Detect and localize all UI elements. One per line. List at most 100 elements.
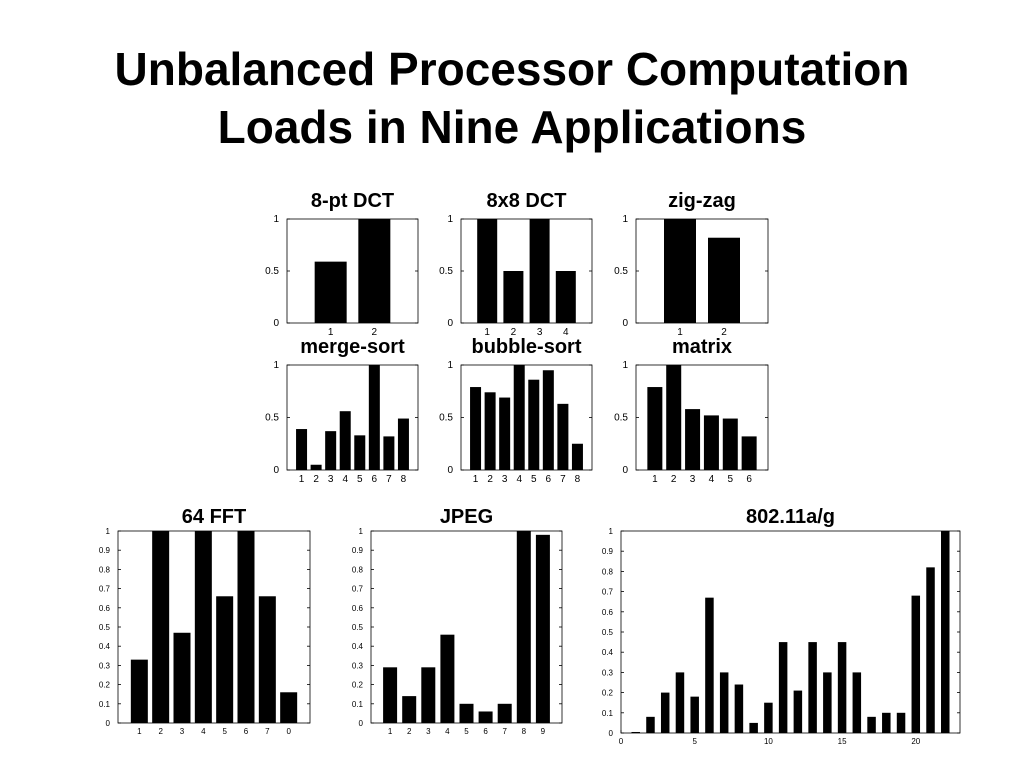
zig-zag-ytick-label: 0 — [622, 318, 628, 329]
64-fft-bar — [237, 531, 255, 723]
bubble-sort-ytick-label: 0.5 — [439, 413, 453, 424]
802-11a-g-ytick-label: 0.1 — [602, 709, 614, 718]
8x8-dct-bar — [529, 219, 550, 323]
jpeg-xtick-label: 6 — [483, 727, 488, 736]
802-11a-g-ytick-label: 0.7 — [602, 588, 614, 597]
64-fft-title: 64 FFT — [182, 506, 246, 528]
802-11a-g-plot-frame — [620, 530, 961, 734]
bubble-sort-bar — [571, 443, 583, 470]
zig-zag-bar — [664, 219, 696, 323]
802-11a-g-bar — [705, 597, 714, 733]
jpeg-ytick-label: 0.5 — [352, 623, 364, 632]
merge-sort-xtick-label: 3 — [328, 474, 334, 485]
64-fft-xtick-label: 3 — [180, 727, 185, 736]
64-fft-xtick-label: 1 — [137, 727, 142, 736]
jpeg-bar — [383, 667, 398, 723]
8-pt-dct-xtick-label: 2 — [372, 327, 378, 338]
merge-sort-xtick-label: 8 — [401, 474, 407, 485]
jpeg-bar — [497, 703, 512, 723]
8x8-dct-ytick-label: 1 — [447, 214, 453, 225]
jpeg-xtick-label: 4 — [445, 727, 450, 736]
802-11a-g-xtick-label: 15 — [838, 737, 847, 746]
802-11a-g-bar — [734, 684, 744, 733]
bubble-sort-bar — [557, 403, 569, 470]
jpeg-plot-frame — [370, 530, 563, 724]
jpeg-bar — [478, 711, 493, 723]
zig-zag-xtick-label: 1 — [677, 327, 683, 338]
jpeg-ytick-label: 0.2 — [352, 681, 364, 690]
8x8-dct-xtick-label: 3 — [537, 327, 543, 338]
zig-zag-plot-frame — [635, 218, 769, 324]
matrix-xtick-label: 1 — [652, 474, 658, 485]
jpeg-title: JPEG — [440, 506, 493, 528]
bubble-sort-xtick-label: 5 — [531, 474, 537, 485]
jpeg-bar — [459, 703, 474, 723]
jpeg-xtick-label: 7 — [502, 727, 507, 736]
merge-sort-xtick-label: 5 — [357, 474, 363, 485]
matrix-bar — [741, 436, 757, 470]
zig-zag-ytick-label: 1 — [622, 214, 628, 225]
matrix-bar — [703, 415, 719, 470]
jpeg-ytick-label: 0.8 — [352, 565, 364, 574]
8-pt-dct-xtick-label: 1 — [328, 327, 334, 338]
8-pt-dct-ytick-label: 1 — [273, 214, 279, 225]
64-fft-bar — [216, 596, 234, 723]
jpeg-bar — [421, 667, 436, 723]
802-11a-g-bar — [896, 712, 906, 733]
802-11a-g-bar — [808, 642, 817, 733]
8-pt-dct-bar — [314, 261, 347, 323]
zig-zag-ytick-label: 0.5 — [614, 266, 628, 277]
64-fft-ytick-label: 0.7 — [99, 585, 111, 594]
64-fft-bar — [280, 692, 298, 723]
64-fft-bar — [130, 659, 148, 723]
bubble-sort-bar — [528, 379, 540, 470]
802-11a-g-ytick-label: 0.9 — [602, 547, 614, 556]
merge-sort-ytick-label: 0 — [273, 465, 279, 476]
jpeg-ytick-label: 0.6 — [352, 604, 364, 613]
slide-title-line-1: Unbalanced Processor Computation — [114, 43, 910, 95]
matrix-xtick-label: 5 — [728, 474, 734, 485]
64-fft-xtick-label: 0 — [286, 727, 291, 736]
64-fft-bar — [194, 531, 212, 723]
jpeg-xtick-label: 1 — [388, 727, 393, 736]
802-11a-g-xtick-label: 20 — [911, 737, 920, 746]
802-11a-g-ytick-label: 0 — [609, 729, 614, 738]
bubble-sort-ytick-label: 1 — [447, 360, 453, 371]
merge-sort-xtick-label: 1 — [299, 474, 305, 485]
64-fft-ytick-label: 0.2 — [99, 681, 111, 690]
matrix-bar — [666, 365, 682, 470]
matrix-xtick-label: 2 — [671, 474, 677, 485]
merge-sort-xtick-label: 6 — [372, 474, 378, 485]
802-11a-g-bar — [631, 731, 640, 733]
jpeg-bar — [535, 534, 550, 723]
matrix-ytick-label: 1 — [622, 360, 628, 371]
matrix-xtick-label: 4 — [709, 474, 715, 485]
matrix-bar — [647, 387, 663, 470]
802-11a-g-bar — [926, 567, 935, 733]
64-fft-ytick-label: 0.8 — [99, 565, 111, 574]
802-11a-g-bar — [793, 690, 803, 733]
64-fft-ytick-label: 1 — [106, 527, 111, 536]
802-11a-g-title: 802.11a/g — [746, 506, 835, 528]
bubble-sort-xtick-label: 3 — [502, 474, 508, 485]
8x8-dct-ytick-label: 0.5 — [439, 266, 453, 277]
jpeg-bar — [516, 531, 531, 723]
merge-sort-bar — [325, 431, 337, 470]
802-11a-g-ytick-label: 0.6 — [602, 608, 614, 617]
64-fft-xtick-label: 2 — [158, 727, 163, 736]
bubble-sort-ytick-label: 0 — [447, 465, 453, 476]
merge-sort-bar — [383, 436, 395, 470]
jpeg-ytick-label: 0.9 — [352, 546, 364, 555]
jpeg-ytick-label: 0.7 — [352, 585, 364, 594]
802-11a-g-bar — [823, 672, 832, 733]
8x8-dct-title: 8x8 DCT — [486, 190, 566, 212]
jpeg-ytick-label: 0 — [359, 719, 364, 728]
